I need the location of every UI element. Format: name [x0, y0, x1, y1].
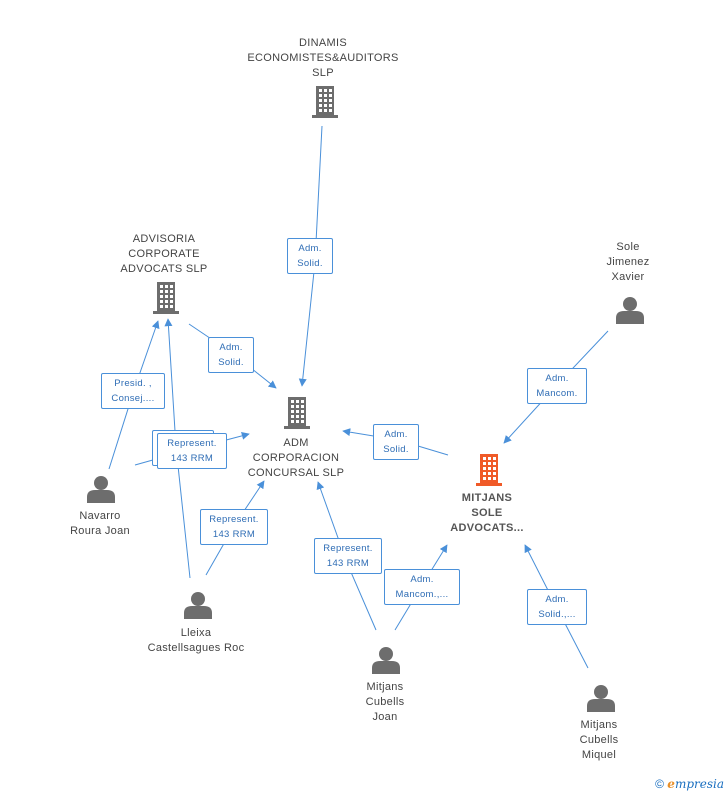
relation-label-line: Presid. ,: [114, 378, 152, 389]
relation-label-line: Mancom.,...: [395, 589, 449, 600]
node-label-line: Joan: [372, 711, 398, 723]
node-label-line: Sole: [616, 241, 640, 253]
relation-label-line: 143 RRM: [212, 529, 256, 540]
relation-label-line: Represent.: [209, 514, 259, 525]
footer-brand[interactable]: © empresia: [655, 777, 724, 791]
relation-label-line: Represent.: [323, 543, 373, 554]
relation-label-line: Solid.: [297, 258, 323, 269]
relation-label[interactable]: Adm. Solid.: [208, 337, 254, 373]
relation-label-line: Adm.: [384, 429, 408, 440]
node-label-line: MITJANS: [461, 492, 513, 504]
relation-label[interactable]: Adm. Solid.: [373, 424, 419, 460]
relation-label-line: Solid.: [383, 444, 409, 455]
person-icon[interactable]: [616, 297, 644, 324]
relation-label[interactable]: Represent. 143 RRM: [200, 509, 268, 545]
relation-label-line: 143 RRM: [326, 558, 370, 569]
relation-label-line: 143 RRM: [170, 453, 214, 464]
node-label-line: Navarro: [79, 510, 121, 522]
copyright-symbol: ©: [655, 777, 664, 791]
person-icon[interactable]: [372, 647, 400, 674]
person-icon[interactable]: [184, 592, 212, 619]
relation-label-line: Adm.: [219, 342, 243, 353]
relation-label[interactable]: Presid. , Consej....: [101, 373, 165, 409]
company-building-icon[interactable]: [153, 282, 179, 314]
company-name-label[interactable]: DINAMIS ECONOMISTES&AUDITORS SLP: [243, 36, 403, 81]
node-label-line: SOLE: [471, 507, 503, 519]
relation-label[interactable]: Adm. Solid.,...: [527, 589, 587, 625]
node-label-line: CONCURSAL SLP: [247, 467, 345, 479]
node-label-line: Cubells: [579, 734, 619, 746]
node-label-line: CORPORACION: [252, 452, 340, 464]
relation-label[interactable]: Represent. 143 RRM: [157, 433, 227, 469]
node-label-line: Miquel: [581, 749, 617, 761]
relation-label-line: Represent.: [167, 438, 217, 449]
node-label-line: Mitjans: [366, 681, 404, 693]
relation-label[interactable]: Adm. Mancom.: [527, 368, 587, 404]
node-label-line: ADVISORIA: [132, 233, 196, 245]
relation-label-line: Adm.: [545, 373, 569, 384]
relation-label[interactable]: Adm. Mancom.,...: [384, 569, 460, 605]
relation-label[interactable]: Adm. Solid.: [287, 238, 333, 274]
node-label-line: SLP: [312, 67, 334, 79]
company-building-icon[interactable]: [312, 86, 338, 118]
empresia-logo: empresia: [667, 777, 724, 791]
company-name-label[interactable]: MITJANS SOLE ADVOCATS...: [407, 491, 567, 536]
relation-label-line: Adm.: [545, 594, 569, 605]
node-label-line: CORPORATE: [128, 248, 200, 260]
node-label-line: Lleixa: [180, 627, 212, 639]
main-company-building-icon[interactable]: [476, 454, 502, 486]
node-label-line: ADM: [283, 437, 309, 449]
node-label-line: DINAMIS: [299, 37, 347, 49]
relation-label-line: Solid.,...: [538, 609, 576, 620]
node-label-line: ECONOMISTES&AUDITORS: [247, 52, 399, 64]
company-name-label[interactable]: ADVISORIA CORPORATE ADVOCATS SLP: [84, 232, 244, 277]
company-name-label[interactable]: ADM CORPORACION CONCURSAL SLP: [216, 436, 376, 481]
relation-label-line: Solid.: [218, 357, 244, 368]
node-label-line: ADVOCATS...: [450, 522, 524, 534]
node-label-line: Castellsagues Roc: [147, 642, 245, 654]
relation-label[interactable]: Represent. 143 RRM: [314, 538, 382, 574]
node-label-line: Xavier: [611, 271, 645, 283]
person-icon[interactable]: [87, 476, 115, 503]
relation-label-line: Mancom.: [536, 388, 578, 399]
relation-label-line: Adm.: [410, 574, 434, 585]
relation-label-line: Adm.: [298, 243, 322, 254]
node-label-line: Cubells: [365, 696, 405, 708]
relation-label-line: Consej....: [111, 393, 155, 404]
node-label-line: Mitjans: [580, 719, 618, 731]
person-icon[interactable]: [587, 685, 615, 712]
node-label-line: Jimenez: [606, 256, 650, 268]
company-building-icon[interactable]: [284, 397, 310, 429]
node-label-line: ADVOCATS SLP: [120, 263, 208, 275]
node-label-line: Roura Joan: [70, 525, 130, 537]
